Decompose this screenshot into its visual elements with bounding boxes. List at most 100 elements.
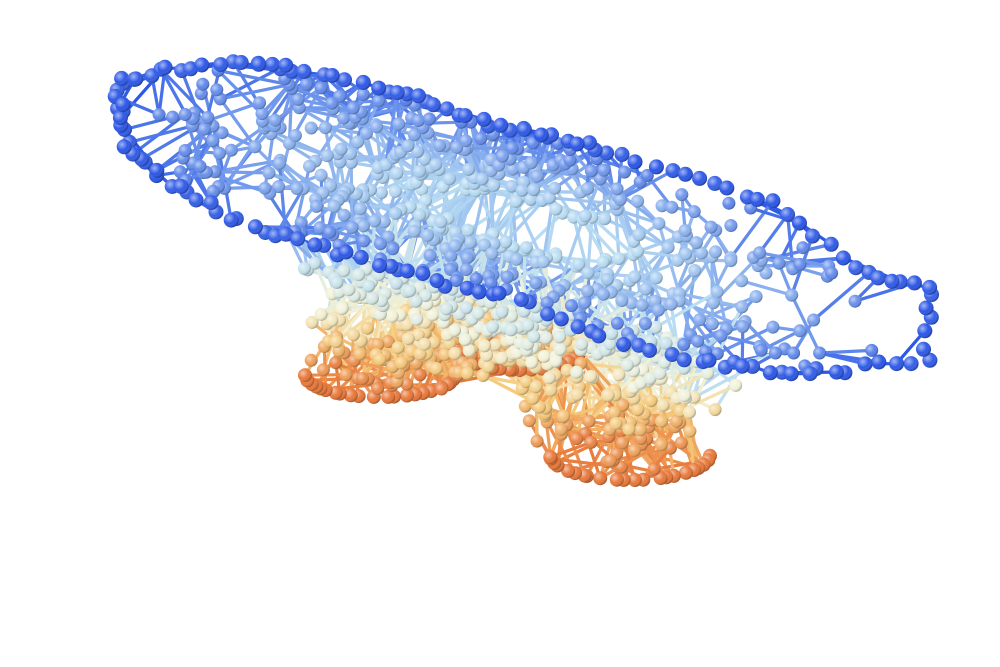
network-node (381, 335, 395, 349)
network-node (388, 184, 402, 198)
network-node (678, 224, 692, 237)
network-node (495, 149, 509, 163)
network-node (392, 117, 406, 131)
network-node (338, 244, 354, 260)
network-node (542, 191, 556, 205)
network-node (304, 353, 318, 367)
network-node (593, 471, 608, 486)
network-node (461, 223, 475, 237)
network-node (754, 343, 768, 357)
network-node (687, 205, 701, 219)
network-node (835, 250, 851, 266)
network-node (628, 270, 641, 284)
network-node (785, 288, 799, 302)
network-node (481, 360, 495, 374)
network-edge (757, 212, 790, 255)
network-node (258, 181, 272, 195)
network-node (627, 443, 641, 457)
network-edge (586, 271, 658, 280)
network-node (308, 256, 322, 270)
network-node (262, 166, 276, 180)
network-node (206, 134, 220, 148)
network-node (273, 156, 286, 170)
network-node (178, 108, 192, 121)
network-node (620, 358, 634, 372)
network-node (509, 194, 523, 208)
network-node (370, 120, 384, 134)
network-node (516, 121, 532, 137)
network-node (325, 96, 339, 110)
network-edge (649, 371, 710, 403)
network-edge (544, 207, 558, 260)
network-edge (729, 199, 775, 260)
network-node (694, 246, 708, 260)
network-node (735, 274, 749, 288)
network-node (272, 180, 286, 194)
network-node (654, 438, 668, 452)
network-node (291, 92, 305, 106)
network-node (413, 164, 427, 178)
network-node (549, 354, 563, 368)
network-node (540, 306, 556, 322)
network-node (848, 294, 862, 308)
network-node (729, 378, 743, 392)
network-node (823, 236, 839, 252)
network-edge (277, 161, 288, 236)
network-node (355, 74, 371, 90)
network-node (664, 297, 678, 311)
network-node (649, 271, 663, 285)
network-edge (790, 293, 822, 355)
network-node (642, 342, 657, 358)
network-node (510, 252, 524, 266)
network-node (345, 221, 359, 234)
network-node (485, 247, 499, 260)
network-node (749, 191, 765, 207)
network-node (166, 110, 180, 124)
network-node (448, 346, 462, 360)
network-node (766, 320, 780, 334)
network-node (554, 422, 568, 436)
network-node (411, 328, 425, 342)
network-node (644, 394, 658, 408)
network-node (616, 398, 630, 412)
network-node (290, 231, 306, 247)
network-node (316, 363, 330, 377)
network-node (425, 97, 441, 113)
network-node (537, 349, 551, 363)
network-node (197, 122, 211, 136)
network-node (524, 156, 538, 170)
network-node (609, 472, 624, 487)
network-node (709, 245, 722, 259)
network-node (389, 85, 405, 101)
network-node (665, 163, 681, 179)
network-node (152, 108, 166, 122)
network-node (495, 351, 509, 365)
network-node (381, 389, 396, 404)
network-node (278, 226, 294, 242)
network-node (529, 380, 543, 394)
network-node (906, 275, 922, 291)
network-node (736, 320, 750, 334)
network-node (676, 352, 692, 368)
network-node (460, 251, 474, 265)
network-node (178, 144, 192, 157)
network-node (539, 331, 553, 345)
network-node (440, 302, 453, 316)
network-node (614, 146, 630, 162)
network-node (459, 263, 473, 276)
network-edge (216, 68, 291, 87)
network-node (768, 346, 782, 360)
network-node (351, 135, 365, 149)
network-node (334, 142, 348, 156)
network-node (413, 347, 427, 361)
network-node (670, 414, 683, 428)
network-node (422, 112, 436, 126)
network-edge (122, 115, 175, 132)
network-node (360, 321, 374, 335)
network-node (485, 320, 499, 334)
network-node (616, 337, 632, 352)
network-node (549, 202, 563, 216)
network-node (677, 338, 691, 351)
network-node (871, 354, 887, 370)
network-node (802, 366, 818, 382)
